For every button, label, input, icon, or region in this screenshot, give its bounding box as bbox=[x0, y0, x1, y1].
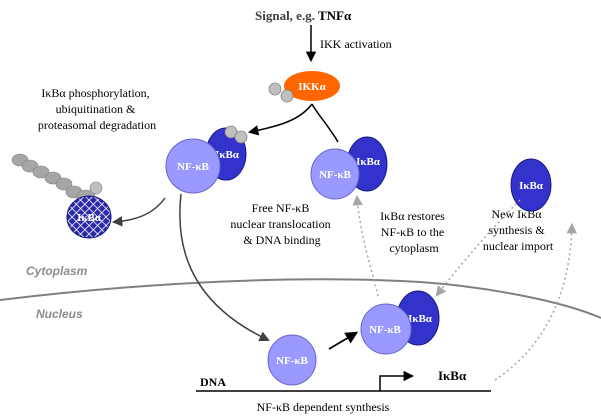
ikk-to-complex-arrow bbox=[247, 103, 313, 136]
new-synthesis-text: New IκBα synthesis & nuclear import bbox=[483, 207, 554, 253]
nfkb-label: NF-κB bbox=[177, 161, 209, 173]
nuclear-membrane bbox=[0, 278, 601, 319]
gene-label: IκBα bbox=[438, 368, 467, 383]
ikk-activation-label: IKK activation bbox=[320, 37, 392, 51]
ikk-molecule bbox=[284, 71, 340, 101]
nfkb-label: NF-κB bbox=[319, 169, 351, 181]
ikb-label: IκBα bbox=[215, 149, 240, 161]
restores-text: IκBα restores NF-κB to the cytoplasm bbox=[380, 209, 448, 255]
nucleus-complex-nfkb-molecule bbox=[360, 303, 412, 355]
degradation-text: IκBα phosphorylation, ubiquitination & p… bbox=[38, 86, 156, 132]
ikb-label: IκBα bbox=[519, 180, 544, 192]
nfkb-molecule bbox=[165, 138, 221, 194]
ub-tag-2: ub bbox=[58, 191, 64, 197]
ub-circle bbox=[280, 89, 294, 103]
dependent-synthesis-label: NF-κB dependent synthesis bbox=[257, 400, 390, 414]
nucleus-label: Nucleus bbox=[36, 307, 83, 321]
ikb-label: IκBα bbox=[356, 156, 381, 168]
degraded-ikb-label: IκBα bbox=[77, 212, 102, 224]
nucleus-nfkb-molecule bbox=[267, 334, 317, 386]
signal-prefix: Signal, e.g. bbox=[255, 8, 318, 23]
export-dotted-arrow bbox=[352, 194, 379, 297]
degraded-ikb-complex: IκBα bbox=[11, 153, 112, 239]
ikb-molecule bbox=[510, 158, 552, 212]
signal-label: Signal, e.g. TNFα bbox=[255, 8, 352, 23]
ub-tag-1: ub bbox=[34, 179, 40, 185]
nucleus-nfkb-label: NF-κB bbox=[276, 355, 308, 367]
ub-circle bbox=[234, 130, 248, 144]
nucleus-complex-nfkb-label: NF-κB bbox=[369, 324, 401, 336]
ub-circle bbox=[268, 82, 282, 96]
ikk-right-curve bbox=[311, 103, 339, 143]
dna-label: DNA bbox=[200, 375, 226, 389]
nucleus-ikb-label: IκBα bbox=[408, 313, 433, 325]
nfkb-molecule bbox=[310, 148, 360, 200]
degradation-arrow bbox=[111, 197, 166, 227]
ikk-label: IKKα bbox=[298, 81, 326, 93]
ub-circle bbox=[224, 125, 238, 139]
signal-name: TNFα bbox=[318, 8, 352, 23]
free-nfkb-text: Free NF-κB nuclear translocation & DNA b… bbox=[230, 201, 333, 247]
nuclear-translocation-arrow bbox=[179, 193, 270, 342]
complex-formation-arrow bbox=[328, 331, 359, 350]
cytoplasm-label: Cytoplasm bbox=[26, 264, 88, 278]
promoter-arrow bbox=[379, 370, 415, 391]
